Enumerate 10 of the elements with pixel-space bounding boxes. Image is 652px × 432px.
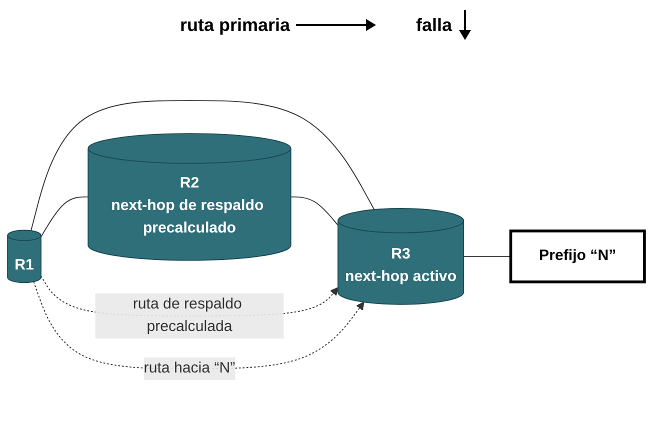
note-text: ruta primaria (180, 14, 290, 36)
connector (463, 256, 512, 257)
arrow (33, 280, 364, 369)
connector (30, 100, 375, 231)
connector (290, 196, 338, 226)
connector (40, 196, 89, 238)
edge-label: ruta hacia “N” (144, 360, 236, 376)
edge-label: ruta de respaldo precalculada (132, 296, 242, 334)
node-box: Prefijo “N” (509, 229, 646, 283)
note-text: falla (416, 14, 452, 36)
